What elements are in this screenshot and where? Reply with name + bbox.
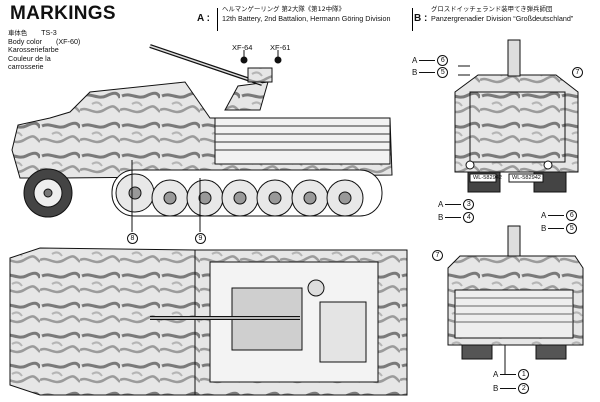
callout-8: 8 xyxy=(127,233,138,244)
marking-b-desc: グロスドイッチェランド装甲てき弾兵師団 Panzergrenadier Divi… xyxy=(431,5,573,23)
page-title: MARKINGS xyxy=(10,3,116,24)
paint-callout-xf61: XF-61 xyxy=(270,43,291,52)
front-view xyxy=(447,225,584,375)
body-color-jp: 車体色 xyxy=(8,29,28,37)
body-color-de: Karosseriefarbe xyxy=(8,45,59,55)
marking-a-desc: ヘルマンゲーリング 第2大隊《第12中隊》 12th Battery, 2nd … xyxy=(222,5,390,23)
body-color-code: TS-3 xyxy=(41,28,57,37)
marking-b-en: Panzergrenadier Division “Großdeutschlan… xyxy=(431,14,574,23)
header-divider xyxy=(412,8,413,31)
marking-b-letter: B : xyxy=(414,13,428,24)
marking-a-en: 12th Battery, 2nd Battalion, Hermann Gör… xyxy=(222,14,391,23)
marking-a-jp: ヘルマンゲーリング 第2大隊《第12中隊》 xyxy=(222,5,345,13)
body-color-fr2: carrosserie xyxy=(8,62,44,72)
header-divider xyxy=(217,8,218,31)
paint-callout-xf64: XF-64 xyxy=(232,43,253,52)
side-view xyxy=(11,44,393,232)
plate-a: WL-582942 xyxy=(473,175,502,181)
marking-a-letter: A : xyxy=(197,13,210,24)
marking-b-jp: グロスドイッチェランド装甲てき弾兵師団 xyxy=(431,5,553,13)
rear-view xyxy=(454,39,579,193)
callout-9: 9 xyxy=(195,233,206,244)
top-view xyxy=(9,247,408,396)
body-color-legend: 車体色 TS-3 Body color (XF-60) Karosseriefa… xyxy=(8,28,81,72)
rear-callout-7: 7 xyxy=(572,67,583,78)
plate-b: WL-582942 xyxy=(512,175,541,181)
body-color-paint: (XF-60) xyxy=(55,36,81,46)
body-color-fr1: Couleur de la xyxy=(8,53,51,63)
body-color-en: Body color xyxy=(8,36,42,46)
front-callout-7: 7 xyxy=(432,250,443,261)
